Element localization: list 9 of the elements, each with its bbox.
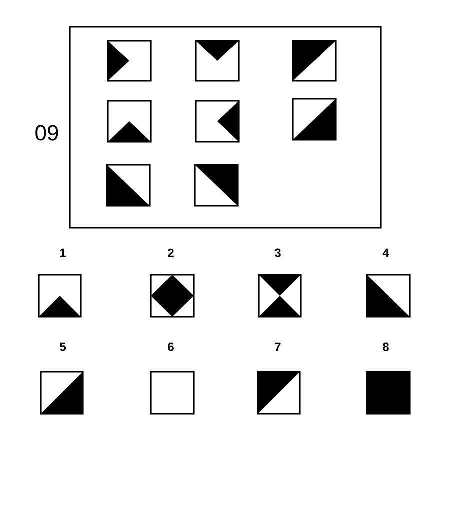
option-number: 3: [274, 248, 281, 258]
option-number: 6: [168, 342, 174, 352]
option-number: 5: [60, 342, 66, 352]
puzzle-number: 09: [36, 125, 58, 141]
option-number: 2: [168, 248, 174, 258]
option-number: 4: [382, 248, 390, 258]
option-number: 1: [60, 248, 66, 258]
option-number: 7: [275, 342, 281, 352]
option-number: 8: [383, 342, 389, 352]
